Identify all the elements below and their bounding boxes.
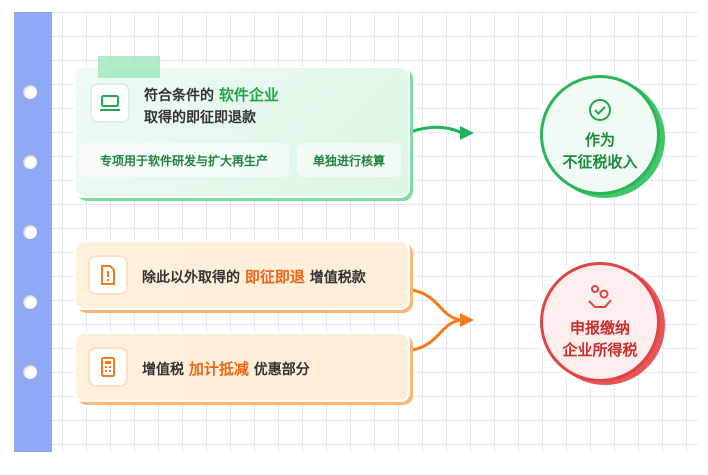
binder-hole: [23, 365, 37, 379]
non-taxable-income-circle: 作为 不征税收入: [540, 75, 660, 195]
calculator-icon: [88, 347, 128, 387]
card-text: 增值税 加计抵减 优惠部分: [142, 358, 310, 379]
circle-line2: 企业所得税: [562, 341, 638, 359]
card-title-line2: 取得的即征即退款: [144, 110, 256, 126]
binder-hole: [23, 225, 37, 239]
circle-line2: 不征税收入: [562, 153, 638, 171]
tape-decoration: [98, 56, 160, 78]
immediate-refund-card: 除此以外取得的 即征即退 增值税款: [74, 240, 410, 310]
binder-hole: [23, 295, 37, 309]
card-title-line1: 符合条件的 软件企业: [144, 84, 279, 105]
pill-separate-accounting: 单独进行核算: [297, 143, 401, 177]
text-prefix: 增值税: [142, 362, 184, 378]
orange-arrow-top: [411, 288, 463, 322]
check-circle-icon: [589, 99, 611, 121]
green-arrowhead: [460, 126, 474, 140]
card-text: 除此以外取得的 即征即退 增值税款: [142, 266, 366, 287]
text-prefix: 除此以外取得的: [142, 270, 240, 286]
laptop-icon: [90, 83, 130, 123]
orange-arrowhead: [460, 313, 474, 327]
text-highlight: 加计抵减: [188, 360, 249, 378]
pill-special-use: 专项用于软件研发与扩大再生产: [79, 143, 289, 177]
title-highlight: 软件企业: [218, 86, 279, 104]
orange-arrow-bottom: [411, 318, 463, 352]
text-highlight: 即征即退: [244, 268, 305, 286]
document-alert-icon: [88, 255, 128, 295]
hand-coin-icon: [588, 285, 612, 308]
binder-hole: [23, 85, 37, 99]
green-arrow: [409, 125, 463, 135]
title-prefix: 符合条件的: [144, 88, 214, 104]
software-enterprise-card: 符合条件的 软件企业 取得的即征即退款 专项用于软件研发与扩大再生产 单独进行核…: [74, 66, 410, 198]
text-suffix: 增值税款: [309, 270, 366, 286]
circle-line1: 作为: [584, 131, 615, 149]
text-suffix: 优惠部分: [253, 362, 310, 378]
binder-hole: [23, 155, 37, 169]
additional-deduction-card: 增值税 加计抵减 优惠部分: [74, 332, 410, 402]
circle-line1: 申报缴纳: [569, 319, 630, 337]
income-tax-circle: 申报缴纳 企业所得税: [540, 262, 660, 382]
